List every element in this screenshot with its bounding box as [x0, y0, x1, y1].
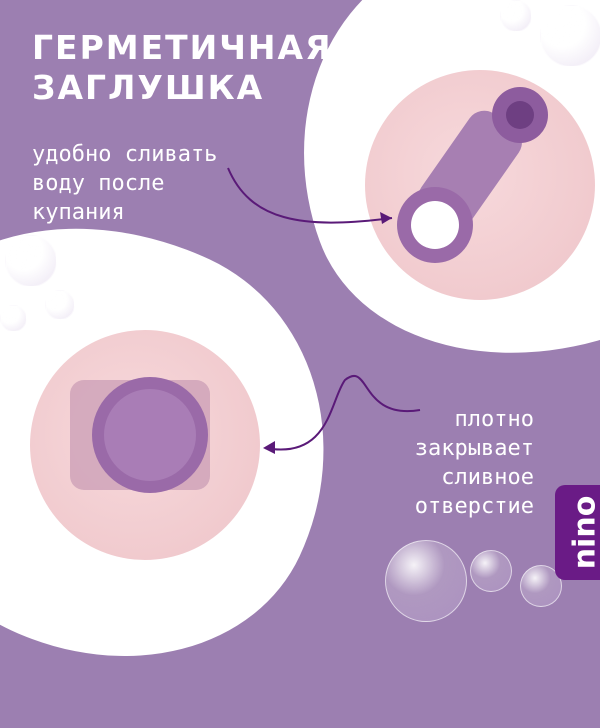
- arrows: [227, 167, 421, 454]
- callout-drain: удобно сливать воду после купания: [32, 140, 217, 227]
- callout-line: закрывает: [414, 436, 534, 461]
- callout-line: купания: [32, 200, 125, 225]
- brand-logo: nino: [555, 485, 600, 580]
- arrow-icon: [264, 374, 421, 451]
- bubble: [0, 305, 27, 332]
- page-title: Герметичная заглушка: [32, 28, 333, 108]
- bubble: [500, 0, 532, 32]
- callout-seal: плотно закрывает сливное отверстие: [415, 405, 534, 521]
- bubble: [5, 235, 57, 287]
- closed-plug-icon: [70, 377, 210, 493]
- bubble: [385, 540, 467, 622]
- arrowhead-icon: [263, 441, 275, 454]
- title-line: заглушка: [32, 68, 265, 107]
- callout-line: плотно: [454, 407, 534, 432]
- callout-line: удобно сливать: [32, 142, 218, 167]
- callout-line: воду после: [32, 171, 165, 196]
- title-line: Герметичная: [32, 28, 333, 67]
- open-plug-icon: [397, 87, 548, 263]
- arrow-icon: [227, 167, 393, 224]
- bubble: [540, 5, 600, 67]
- bubble: [470, 550, 512, 592]
- product-photo-open: [365, 70, 595, 300]
- logo-text: nino: [567, 495, 600, 570]
- product-photo-closed: [30, 330, 260, 560]
- arrowhead-icon: [380, 212, 392, 224]
- callout-line: отверстие: [414, 494, 534, 519]
- callout-line: сливное: [441, 465, 534, 490]
- bubble: [45, 290, 75, 320]
